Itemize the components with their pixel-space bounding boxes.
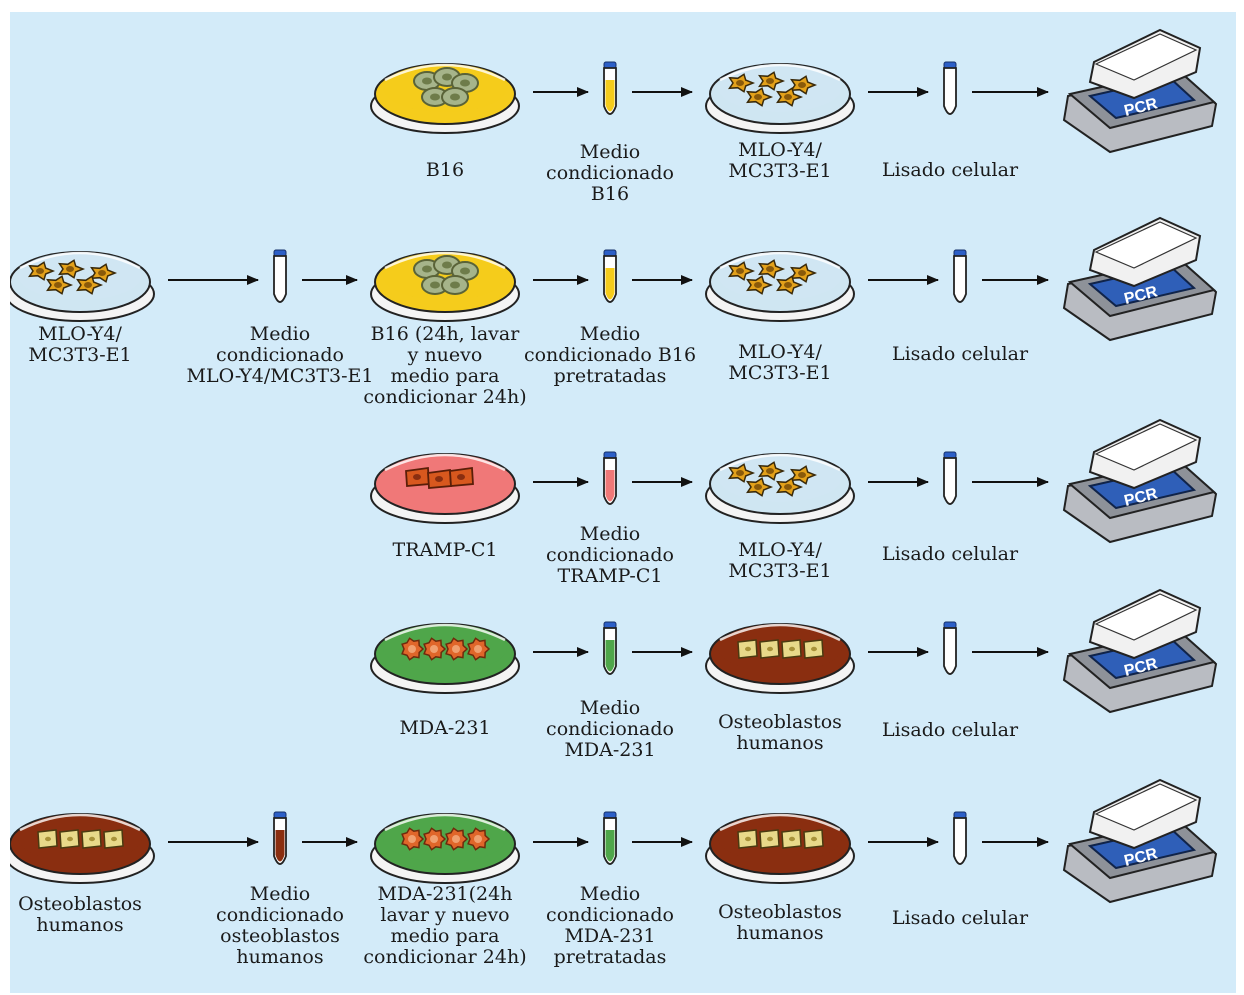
- row4-step1-label: MDA-231: [399, 717, 491, 739]
- row5-step2-tube-icon: [273, 811, 287, 865]
- row4-step1-dish: [370, 623, 520, 694]
- row5-step6-label: Lisado celular: [891, 907, 1029, 929]
- row3-step3-label: MLO-Y4/ MC3T3-E1: [728, 539, 832, 582]
- row1-step3-label: MLO-Y4/ MC3T3-E1: [728, 139, 832, 182]
- row1-step3-dish: [705, 63, 855, 134]
- row3-step2-label: Medio condicionado TRAMP-C1: [546, 523, 674, 587]
- row5-step5-dish: [705, 813, 855, 884]
- row3-step4-tube-icon: [943, 451, 957, 505]
- row4-step2-label: Medio condicionado MDA-231: [546, 697, 674, 761]
- row5-step5-label: Osteoblastos humanos: [718, 901, 842, 944]
- row5-step6-tube-icon: [953, 811, 967, 865]
- row5-step7-pcr-machine: PCR: [1062, 778, 1218, 904]
- row1-step2-label: Medio condicionado B16: [546, 141, 674, 205]
- row1-step2-tube-icon: [603, 61, 617, 115]
- row2-step3-label: B16 (24h, lavar y nuevo medio para condi…: [363, 323, 527, 408]
- row2-step6-label: Lisado celular: [891, 343, 1029, 365]
- row5-step2-label: Medio condicionado osteoblastos humanos: [216, 883, 344, 968]
- row2-step4-tube-icon: [603, 249, 617, 303]
- row1-step4-label: Lisado celular: [881, 159, 1019, 181]
- row4-step4-tube-icon: [943, 621, 957, 675]
- row2-step7-pcr-machine: PCR: [1062, 216, 1218, 342]
- row4-step3-label: Osteoblastos humanos: [718, 711, 842, 754]
- row2-step4-label: Medio condicionado B16 pretratadas: [523, 323, 697, 387]
- row5-step1-label: Osteoblastos humanos: [18, 893, 142, 936]
- row3-step4-label: Lisado celular: [881, 543, 1019, 565]
- row5-step1-dish: [10, 813, 155, 884]
- row3-step1-dish: [370, 453, 520, 524]
- row3-step5-pcr-machine: PCR: [1062, 418, 1218, 544]
- row5-step4-tube-icon: [603, 811, 617, 865]
- row2-step6-tube-icon: [953, 249, 967, 303]
- row3-step2-tube-icon: [603, 451, 617, 505]
- row4-step2-tube-icon: [603, 621, 617, 675]
- row1-step1-label: B16: [425, 159, 465, 181]
- workflow-diagram: PCR PCR PCR PCR PCR: [10, 28, 1218, 904]
- row4-step4-label: Lisado celular: [881, 719, 1019, 741]
- row1-step1-dish: [370, 63, 520, 134]
- row2-step2-tube-icon: [273, 249, 287, 303]
- row4-step3-dish: [705, 623, 855, 694]
- row3-step1-label: TRAMP-C1: [392, 539, 498, 561]
- row2-step1-label: MLO-Y4/ MC3T3-E1: [28, 323, 132, 366]
- row2-step5-dish: [705, 251, 855, 322]
- row2-step2-label: Medio condicionado MLO-Y4/MC3T3-E1: [186, 323, 374, 387]
- row2-step3-dish: [370, 251, 520, 322]
- row5-step3-dish: [370, 813, 520, 884]
- row3-step3-dish: [705, 453, 855, 524]
- row1-step4-tube-icon: [943, 61, 957, 115]
- row1-step5-pcr-machine: PCR: [1062, 28, 1218, 154]
- row2-step5-label: MLO-Y4/ MC3T3-E1: [728, 341, 832, 384]
- row4-step5-pcr-machine: PCR: [1062, 588, 1218, 714]
- row5-step4-label: Medio condicionado MDA-231 pretratadas: [546, 883, 674, 968]
- row5-step3-label: MDA-231(24h lavar y nuevo medio para con…: [363, 883, 527, 968]
- row2-step1-dish: [10, 251, 155, 322]
